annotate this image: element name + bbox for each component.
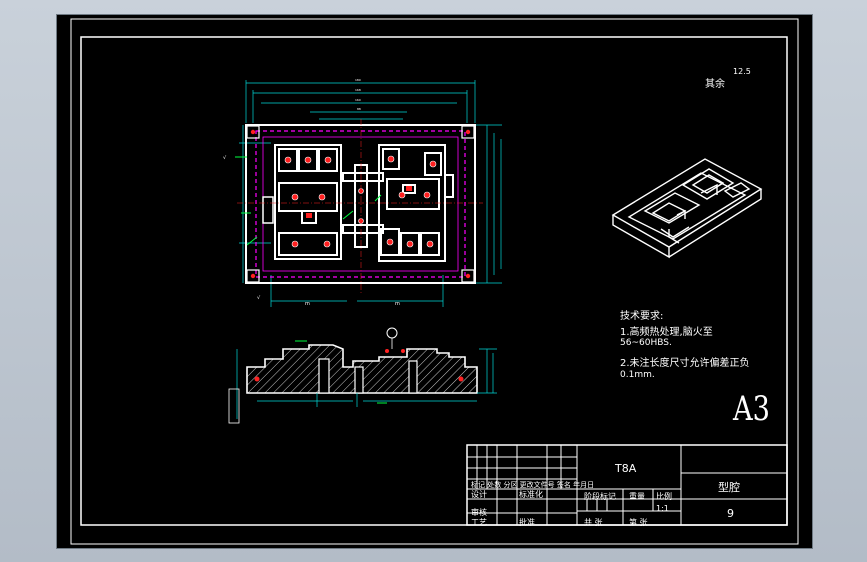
process-label: 工艺: [471, 518, 487, 527]
tech-requirement-1-cont: 56~60HBS.: [620, 338, 672, 348]
total-sheets-label: 共 张: [584, 518, 603, 527]
title-block: [466, 444, 788, 526]
sheet-number-label: 第 张: [629, 518, 648, 527]
approve-label: 批准: [519, 518, 535, 527]
tech-requirements-title: 技术要求:: [620, 311, 664, 322]
material-text: T8A: [615, 462, 637, 475]
sheet-size-label: A3: [733, 389, 770, 429]
part-name-text: 型腔: [718, 481, 740, 494]
roughness-mark: √: [257, 295, 261, 301]
dim-text: m: [305, 301, 310, 307]
scale-value: 1:1: [656, 504, 669, 513]
surface-finish-value: 12.5: [733, 67, 751, 76]
ratio-label: 比例: [656, 492, 672, 501]
tech-requirement-2-cont: 0.1mm.: [620, 370, 655, 380]
roughness-mark: √: [223, 155, 227, 161]
revision-header: 标记 处数 分区 更改文件号 签名 年月日: [471, 481, 595, 489]
weight-label: 重量: [629, 492, 645, 501]
outer-frame: [70, 18, 799, 545]
stage-mark-label: 阶段标记: [584, 492, 616, 501]
dim-text: 180: [355, 78, 361, 82]
dim-text: 160: [355, 98, 361, 102]
inner-frame: [80, 36, 788, 526]
tech-requirement-1: 1.高频热处理,脑火至: [620, 327, 713, 338]
design-label: 设计: [471, 490, 487, 499]
drawing-sheet: 180 168 160 88: [56, 14, 813, 549]
dim-text: m: [395, 301, 400, 307]
cad-drawing: 180 168 160 88: [70, 18, 799, 545]
dim-text: 168: [355, 88, 361, 92]
hole-markers: [284, 155, 437, 248]
standardization-label: 标准化: [519, 490, 543, 499]
isometric-view: [611, 158, 763, 259]
section-view: [228, 327, 497, 424]
review-label: 审核: [471, 508, 487, 517]
dim-text: 88: [357, 107, 361, 111]
tech-requirement-2: 2.未注长度尺寸允许偏差正负: [620, 358, 750, 369]
plan-view: 180 168 160 88: [223, 78, 502, 307]
surface-finish-label: 其余: [705, 79, 725, 90]
drawing-number-text: 9: [727, 507, 734, 520]
